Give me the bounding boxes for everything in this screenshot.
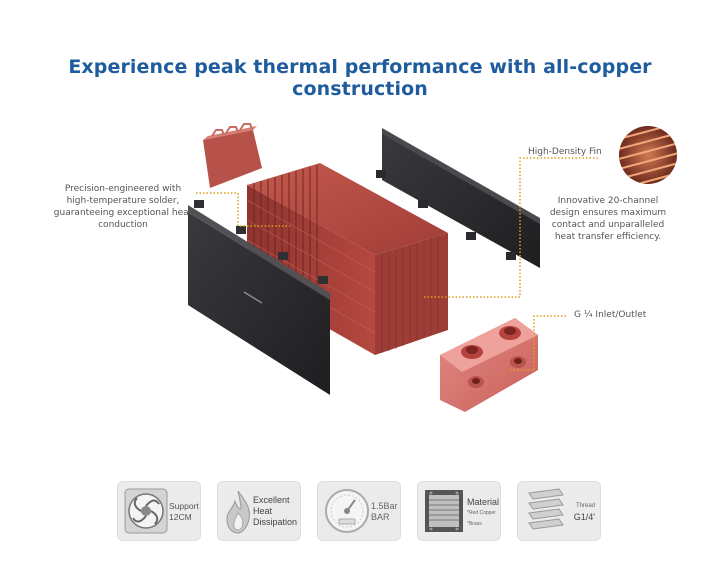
inlet-callout: G ¼ Inlet/Outlet — [574, 310, 647, 320]
feature-thread: Thread G1/4' — [517, 481, 601, 541]
feature-line1: Thread — [575, 503, 595, 509]
feature-pressure: 1.5Bar BAR — [317, 481, 401, 541]
fin-callout-body: Innovative 20-channel design ensures max… — [549, 196, 667, 242]
right-side-plate — [376, 128, 540, 268]
thread-icon — [528, 488, 564, 530]
feature-fan-support: Support 12CM — [117, 481, 201, 541]
pressure-gauge-icon — [325, 489, 369, 533]
top-end-cap — [203, 123, 262, 188]
feature-line1: Support — [169, 501, 199, 511]
inlet-end-cap — [440, 318, 538, 412]
flame-icon — [226, 490, 250, 534]
feature-line2: 12CM — [169, 512, 192, 522]
fin-closeup — [619, 126, 677, 184]
radiator-core-icon — [425, 490, 463, 532]
feature-heat-dissipation: Excellent Heat Dissipation — [217, 481, 301, 541]
fan-icon — [124, 488, 168, 534]
feature-bar: Support 12CM Excellent Heat Dissipation … — [117, 481, 601, 541]
left-side-plate — [188, 200, 330, 395]
callout-leaders — [196, 157, 600, 371]
feature-line2: G1/4' — [573, 512, 595, 522]
feature-line3: Dissipation — [253, 517, 298, 527]
solder-callout: Precision-engineered with high-temperatu… — [53, 184, 193, 230]
feature-line2: BAR — [371, 512, 390, 522]
feature-line2: *Red Copper — [467, 510, 496, 516]
page-title: Experience peak thermal performance with… — [68, 56, 652, 100]
feature-line1: Material — [467, 497, 500, 507]
fin-callout-title: High-Density Fin — [528, 147, 602, 157]
exploded-radiator-illustration — [188, 123, 677, 412]
feature-line2: Heat — [253, 506, 273, 516]
feature-line3: *Brass — [467, 521, 482, 527]
feature-line1: Excellent — [253, 495, 290, 505]
feature-line1: 1.5Bar — [371, 501, 398, 511]
feature-material: Material *Red Copper *Brass — [417, 481, 501, 541]
